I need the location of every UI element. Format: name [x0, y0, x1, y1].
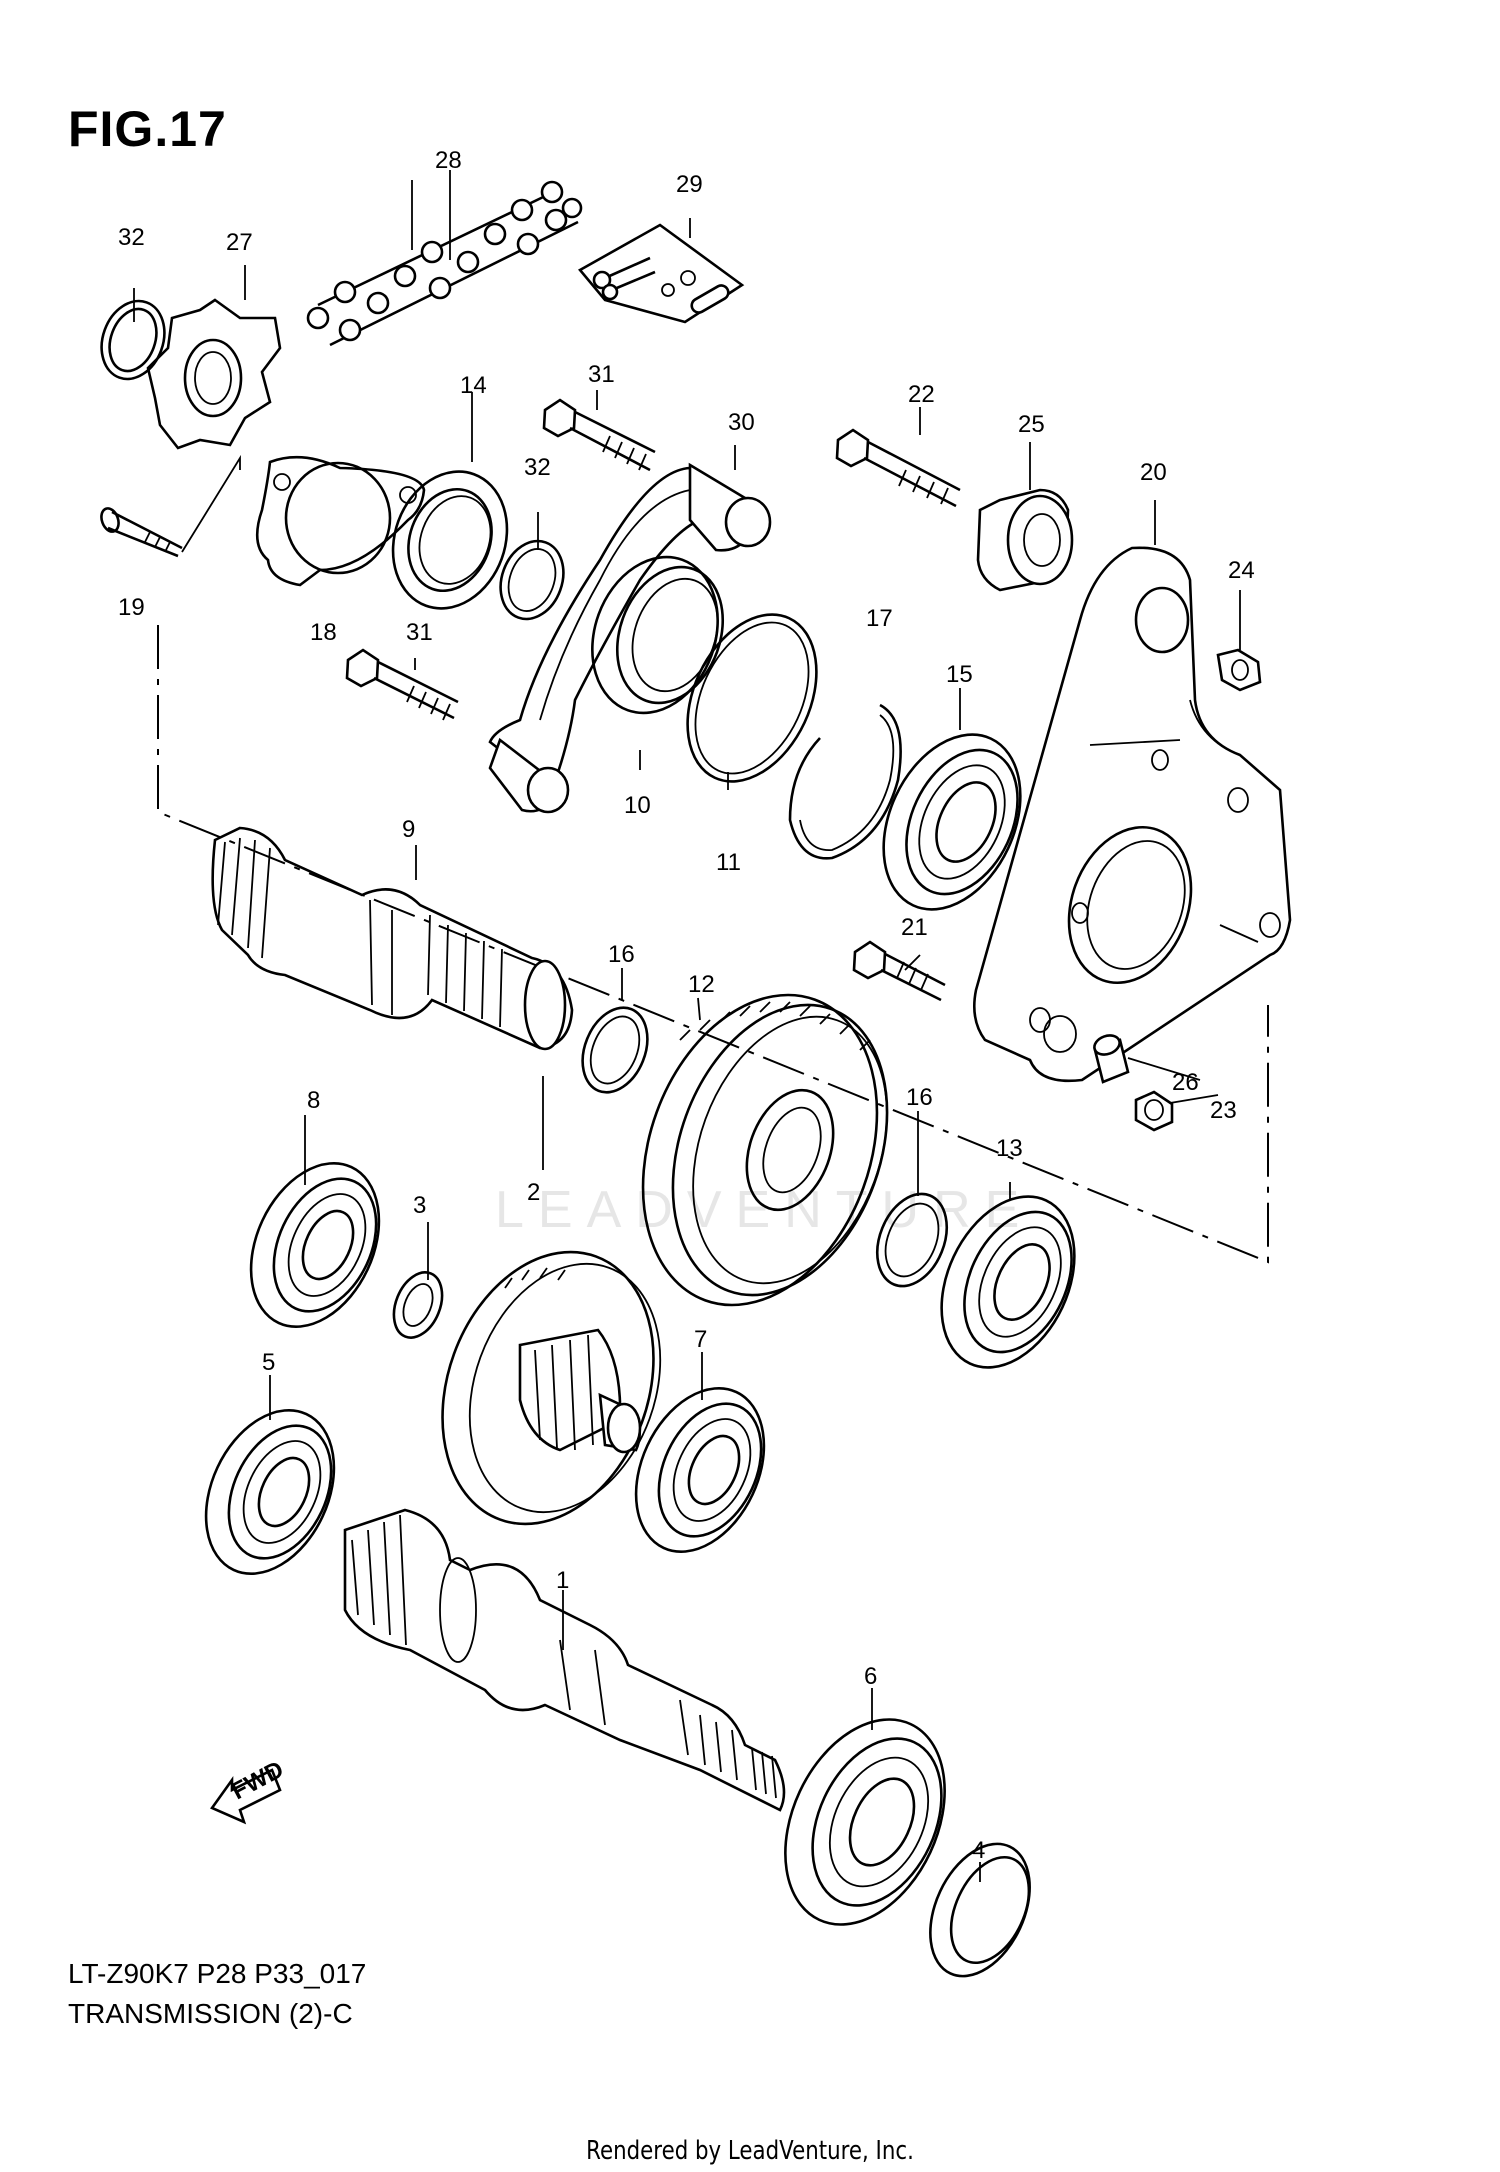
figure-title: FIG.17	[68, 101, 227, 157]
part-bracket-30	[488, 462, 772, 814]
label-4: 4	[972, 1837, 985, 1864]
label-25: 25	[1018, 411, 1045, 438]
part-sleeve-10	[591, 555, 725, 715]
label-5: 5	[262, 1349, 275, 1376]
assembly-guide-line	[157, 625, 1269, 1264]
part-gasket	[255, 455, 426, 587]
label-3: 3	[413, 1192, 426, 1219]
label-10: 10	[624, 792, 651, 819]
part-circlip-32b	[499, 539, 565, 621]
label-19: 19	[118, 594, 145, 621]
label-31a: 31	[588, 361, 615, 388]
part-bolt-31a	[542, 398, 656, 472]
part-dowel-26	[1093, 1034, 1130, 1084]
part-nut-23	[1134, 1090, 1174, 1132]
part-bearing-15	[882, 733, 1022, 911]
part-gear-2	[441, 1250, 662, 1526]
part-o-ring-11	[686, 613, 818, 783]
part-bolt-31b	[345, 648, 459, 721]
part-drive-sprocket	[146, 298, 282, 450]
part-bearing-5	[204, 1408, 336, 1576]
part-number-labels: 1 2 3 4 5 6 7 8 9 10 11 12 13 14 15 16 1…	[118, 147, 1255, 1864]
label-17: 17	[866, 605, 893, 632]
part-bolt-21	[852, 940, 946, 1002]
part-oil-seal-4	[929, 1842, 1031, 1978]
label-6: 6	[864, 1663, 877, 1690]
part-bracket-plate-20	[973, 546, 1292, 1083]
label-26: 26	[1172, 1069, 1199, 1096]
label-12: 12	[688, 971, 715, 998]
part-circlip-32a	[100, 299, 166, 381]
label-27: 27	[226, 229, 253, 256]
part-bolt-22	[835, 428, 961, 508]
label-9: 9	[402, 816, 415, 843]
label-32b: 32	[524, 454, 551, 481]
label-7: 7	[694, 1326, 707, 1353]
part-gear-12	[641, 993, 889, 1307]
part-collar-25	[976, 488, 1074, 592]
label-18: 18	[310, 619, 337, 646]
part-bearing-7	[634, 1386, 766, 1554]
label-11: 11	[716, 849, 741, 876]
label-30: 30	[728, 409, 755, 436]
label-1: 1	[556, 1567, 569, 1594]
label-16a: 16	[608, 941, 635, 968]
rendered-by-credit: Rendered by LeadVenture, Inc.	[586, 2136, 914, 2166]
model-code: LT-Z90K7 P28 P33_017	[68, 1958, 367, 1989]
label-29: 29	[676, 171, 703, 198]
label-14: 14	[460, 372, 487, 399]
part-screw-19	[100, 454, 241, 558]
part-circlip-16b	[876, 1192, 948, 1288]
part-oil-seal-14	[391, 470, 509, 610]
label-8: 8	[307, 1087, 320, 1114]
label-24: 24	[1228, 557, 1255, 584]
label-28: 28	[435, 147, 462, 174]
part-bearing-13	[940, 1195, 1076, 1369]
label-22: 22	[908, 381, 935, 408]
part-washer-3	[392, 1271, 444, 1339]
label-23: 23	[1210, 1097, 1237, 1124]
part-nut-24	[1216, 648, 1262, 692]
part-circlip-17	[788, 703, 902, 860]
label-16b: 16	[906, 1084, 933, 1111]
label-13: 13	[996, 1135, 1023, 1162]
label-31b: 31	[406, 619, 433, 646]
part-bearing-8	[249, 1161, 381, 1329]
label-32a: 32	[118, 224, 145, 251]
callout-leaders	[133, 170, 1259, 1882]
part-drive-chain	[306, 180, 583, 347]
label-2: 2	[527, 1179, 540, 1206]
part-shaft-1	[343, 1508, 786, 1812]
part-shaft-9	[211, 826, 574, 1051]
watermark: LEADVENTURE	[495, 1181, 1034, 1239]
label-21: 21	[901, 914, 928, 941]
part-master-link-kit	[578, 223, 745, 324]
section-title: TRANSMISSION (2)-C	[68, 1998, 353, 2029]
part-circlip-16a	[581, 1006, 649, 1094]
label-15: 15	[946, 661, 973, 688]
label-20: 20	[1140, 459, 1167, 486]
fwd-arrow-icon: FWD	[210, 1756, 288, 1825]
part-bearing-6	[784, 1718, 946, 1926]
